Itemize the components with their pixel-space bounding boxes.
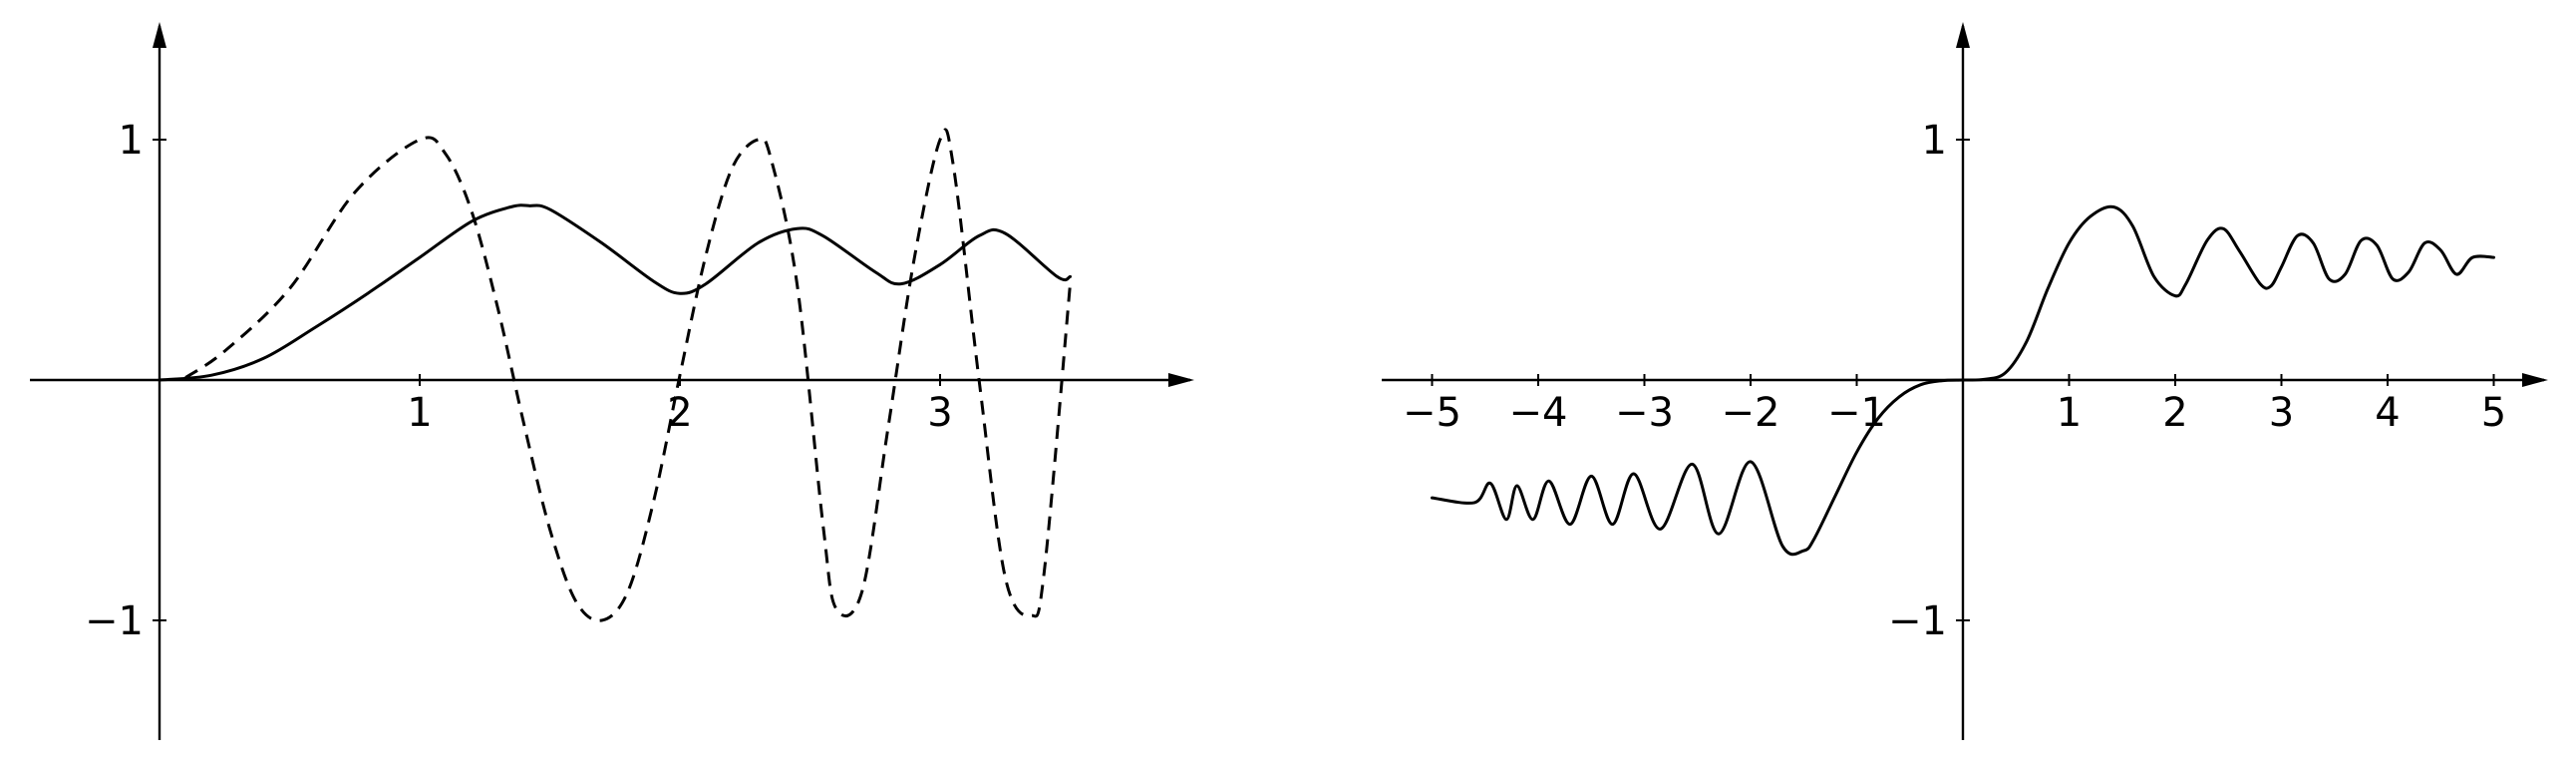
x-tick-label: −2 [1722, 390, 1780, 436]
y-tick-label: 1 [119, 118, 144, 164]
x-tick-label: 5 [2481, 390, 2506, 436]
y-tick-label: −1 [1888, 598, 1947, 644]
y-tick-label: −1 [85, 598, 144, 644]
x-tick-label: −3 [1615, 390, 1674, 436]
y-axis-arrowhead [1956, 22, 1970, 48]
dashed-curve [184, 128, 1072, 622]
left-chart: 1 2 3 1 −1 [30, 22, 1194, 740]
y-tick-label: 1 [1922, 118, 1947, 164]
x-tick-label: 1 [2057, 390, 2082, 436]
x-axis-arrowhead [2522, 373, 2548, 387]
y-axis-arrowhead [153, 22, 166, 48]
right-chart: −5 −4 −3 −2 −1 1 2 3 4 5 1 −1 [1382, 22, 2548, 740]
x-tick-label: 3 [927, 390, 952, 436]
x-tick-label: 2 [667, 390, 692, 436]
x-tick-label: 2 [2162, 390, 2187, 436]
x-axis-arrowhead [1168, 373, 1194, 387]
x-tick-label: 4 [2375, 390, 2400, 436]
x-tick-label: −5 [1403, 390, 1461, 436]
x-tick-label: 1 [407, 390, 432, 436]
x-tick-label: 3 [2269, 390, 2294, 436]
x-tick-label: −1 [1827, 390, 1886, 436]
x-tick-label: −4 [1509, 390, 1568, 436]
solid-curve [158, 203, 1072, 382]
solid-curve [1431, 204, 2495, 557]
